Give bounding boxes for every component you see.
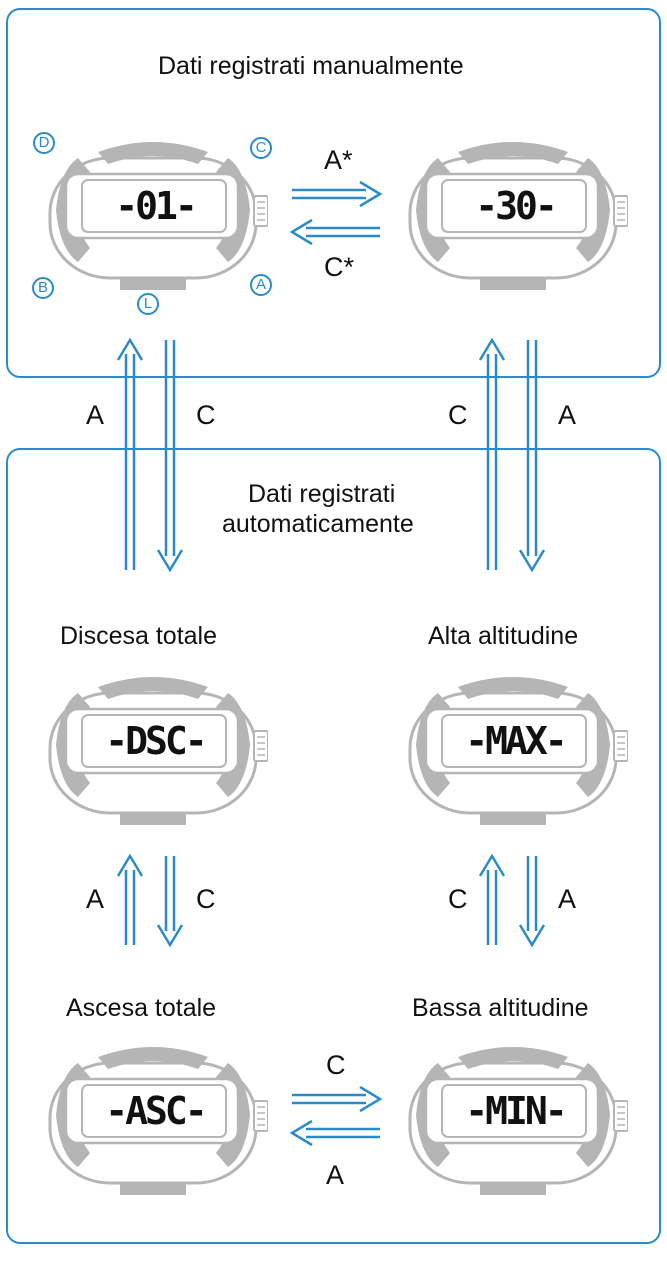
watch-display: -MIN- bbox=[465, 1089, 567, 1133]
watch-high-altitude: -MAX- bbox=[398, 665, 628, 825]
watch-manual-01: -01- bbox=[38, 130, 268, 290]
key-label-mid-left-down: C bbox=[196, 884, 216, 914]
high-altitude-label: Alta altitudine bbox=[428, 622, 579, 650]
key-label-mid-right-up: C bbox=[448, 884, 468, 914]
manual-section-title: Dati registrati manualmente bbox=[158, 52, 464, 80]
key-label-mid-left-up: A bbox=[86, 884, 105, 914]
key-label-right-up: C bbox=[448, 400, 468, 430]
low-altitude-label: Bassa altitudine bbox=[412, 994, 589, 1022]
button-d-label: D bbox=[33, 132, 55, 154]
watch-display: -DSC- bbox=[105, 719, 207, 763]
key-label-manual-right: A* bbox=[324, 145, 353, 175]
watch-manual-30: -30- bbox=[398, 130, 628, 290]
watch-total-ascent: -ASC- bbox=[38, 1035, 268, 1195]
button-c-label: C bbox=[250, 137, 272, 159]
watch-display: -30- bbox=[475, 184, 558, 228]
button-a-label: A bbox=[250, 274, 272, 296]
watch-display: -MAX- bbox=[465, 719, 567, 763]
watch-display: -ASC- bbox=[105, 1089, 207, 1133]
watch-total-descent: -DSC- bbox=[38, 665, 268, 825]
key-label-left-down: C bbox=[196, 400, 216, 430]
watch-display: -01- bbox=[115, 184, 198, 228]
key-label-manual-left: C* bbox=[324, 252, 355, 282]
total-ascent-label: Ascesa totale bbox=[66, 994, 217, 1022]
button-b-label: B bbox=[32, 277, 54, 299]
auto-section-title-line2: automaticamente bbox=[222, 510, 414, 538]
key-label-bottom-left: A bbox=[326, 1160, 345, 1190]
total-descent-label: Discesa totale bbox=[60, 622, 218, 650]
key-label-right-down: A bbox=[558, 400, 577, 430]
key-label-left-up: A bbox=[86, 400, 105, 430]
key-label-mid-right-down: A bbox=[558, 884, 577, 914]
button-l-label: L bbox=[137, 293, 159, 315]
auto-section-title-line1: Dati registrati bbox=[248, 480, 396, 508]
key-label-bottom-right: C bbox=[326, 1050, 346, 1080]
watch-low-altitude: -MIN- bbox=[398, 1035, 628, 1195]
